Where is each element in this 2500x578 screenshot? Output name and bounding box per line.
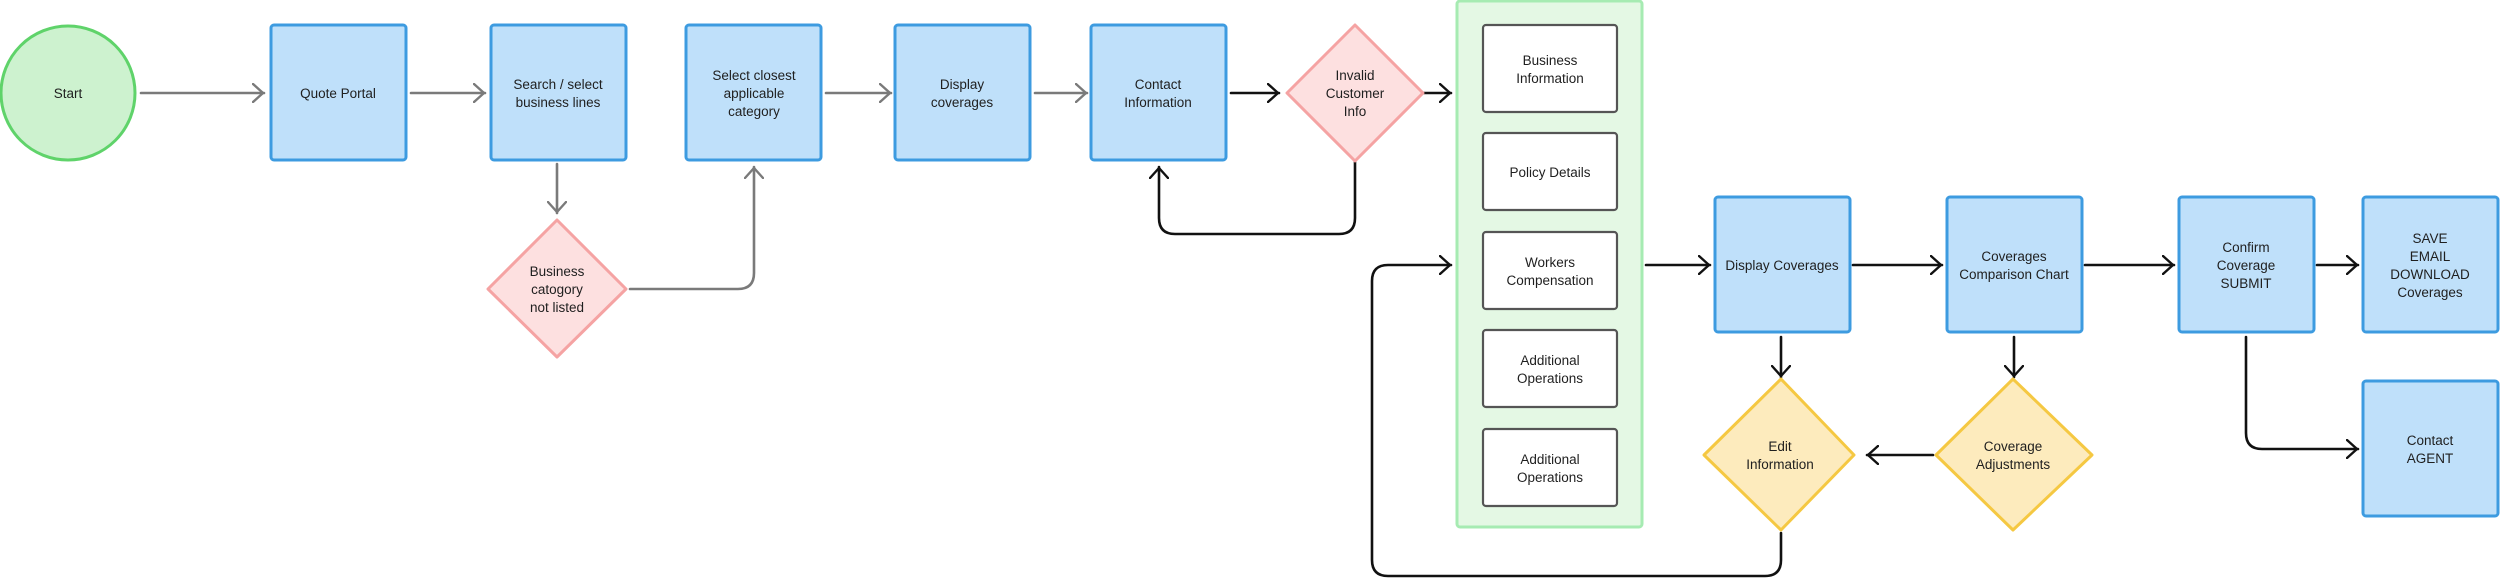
label-line: EMAIL: [2410, 249, 2451, 264]
quote-portal-node[interactable]: Quote Portal: [269, 23, 408, 162]
label-line: AGENT: [2407, 451, 2454, 466]
label-line: coverages: [931, 95, 994, 110]
arrow-edit-back-to-group: [1370, 265, 1783, 578]
label-line: Workers: [1525, 255, 1575, 270]
label-line: DOWNLOAD: [2390, 267, 2470, 282]
label-line: SAVE: [2412, 231, 2447, 246]
label-line: Select closest: [712, 68, 796, 83]
label-line: Information: [1746, 457, 1814, 472]
label-line: Customer: [1326, 86, 1385, 101]
label-line: Search / select: [513, 77, 603, 92]
label-line: Coverages: [1981, 249, 2047, 264]
label-line: Information: [1124, 95, 1192, 110]
policy-details-label: Policy Details: [1509, 165, 1590, 180]
label-line: Contact: [2407, 433, 2454, 448]
label-line: Display: [940, 77, 985, 92]
display-coverages-1-label: Display coverages: [931, 77, 994, 110]
label-line: catogory: [531, 282, 583, 297]
label-line: Confirm: [2222, 240, 2269, 255]
label-line: Info: [1344, 104, 1367, 119]
label-line: Operations: [1517, 470, 1583, 485]
label-line: Policy Details: [1509, 165, 1590, 180]
arrow-not-listed-to-select-closest: [628, 165, 754, 291]
search-select-label: Search / select business lines: [513, 77, 603, 110]
start-node-label: Start: [54, 86, 83, 101]
label-line: Start: [54, 86, 83, 101]
display-coverages-2-node[interactable]: Display Coverages: [1713, 195, 1852, 334]
label-line: Business: [1523, 53, 1578, 68]
label-line: Display Coverages: [1725, 258, 1839, 273]
save-email-download-node[interactable]: SAVE EMAIL DOWNLOAD Coverages: [2361, 195, 2500, 334]
label-line: category: [728, 104, 780, 119]
label-line: Edit: [1768, 439, 1792, 454]
label-line: Operations: [1517, 371, 1583, 386]
label-line: Invalid: [1335, 68, 1374, 83]
quote-portal-label: Quote Portal: [300, 86, 376, 101]
display-coverages-1-node[interactable]: Display coverages: [893, 23, 1032, 162]
label-line: SUBMIT: [2220, 276, 2271, 291]
label-line: not listed: [530, 300, 584, 315]
select-closest-label: Select closest applicable category: [712, 68, 796, 119]
label-line: Quote Portal: [300, 86, 376, 101]
arrow-confirm-to-contact-agent: [2244, 335, 2360, 449]
search-select-node[interactable]: Search / select business lines: [489, 23, 628, 162]
label-line: Coverages: [2397, 285, 2463, 300]
policy-details-node[interactable]: Policy Details: [1481, 131, 1619, 212]
start-node[interactable]: Start: [0, 24, 137, 162]
label-line: Coverage: [2217, 258, 2276, 273]
label-line: Additional: [1520, 353, 1579, 368]
label-line: business lines: [516, 95, 601, 110]
label-line: Adjustments: [1976, 457, 2051, 472]
arrow-invalid-back-to-contact: [1159, 160, 1357, 236]
business-not-listed-label: Business catogory not listed: [530, 264, 585, 315]
save-email-download-label: SAVE EMAIL DOWNLOAD Coverages: [2390, 231, 2470, 300]
label-line: Contact: [1135, 77, 1182, 92]
label-line: Coverage: [1984, 439, 2043, 454]
select-closest-node[interactable]: Select closest applicable category: [684, 23, 823, 162]
label-line: applicable: [724, 86, 785, 101]
display-coverages-2-label: Display Coverages: [1725, 258, 1839, 273]
label-line: Business: [530, 264, 585, 279]
label-line: Additional: [1520, 452, 1579, 467]
label-line: Information: [1516, 71, 1584, 86]
label-line: Comparison Chart: [1959, 267, 2069, 282]
label-line: Compensation: [1506, 273, 1593, 288]
business-not-listed-node[interactable]: Business catogory not listed: [486, 218, 628, 359]
